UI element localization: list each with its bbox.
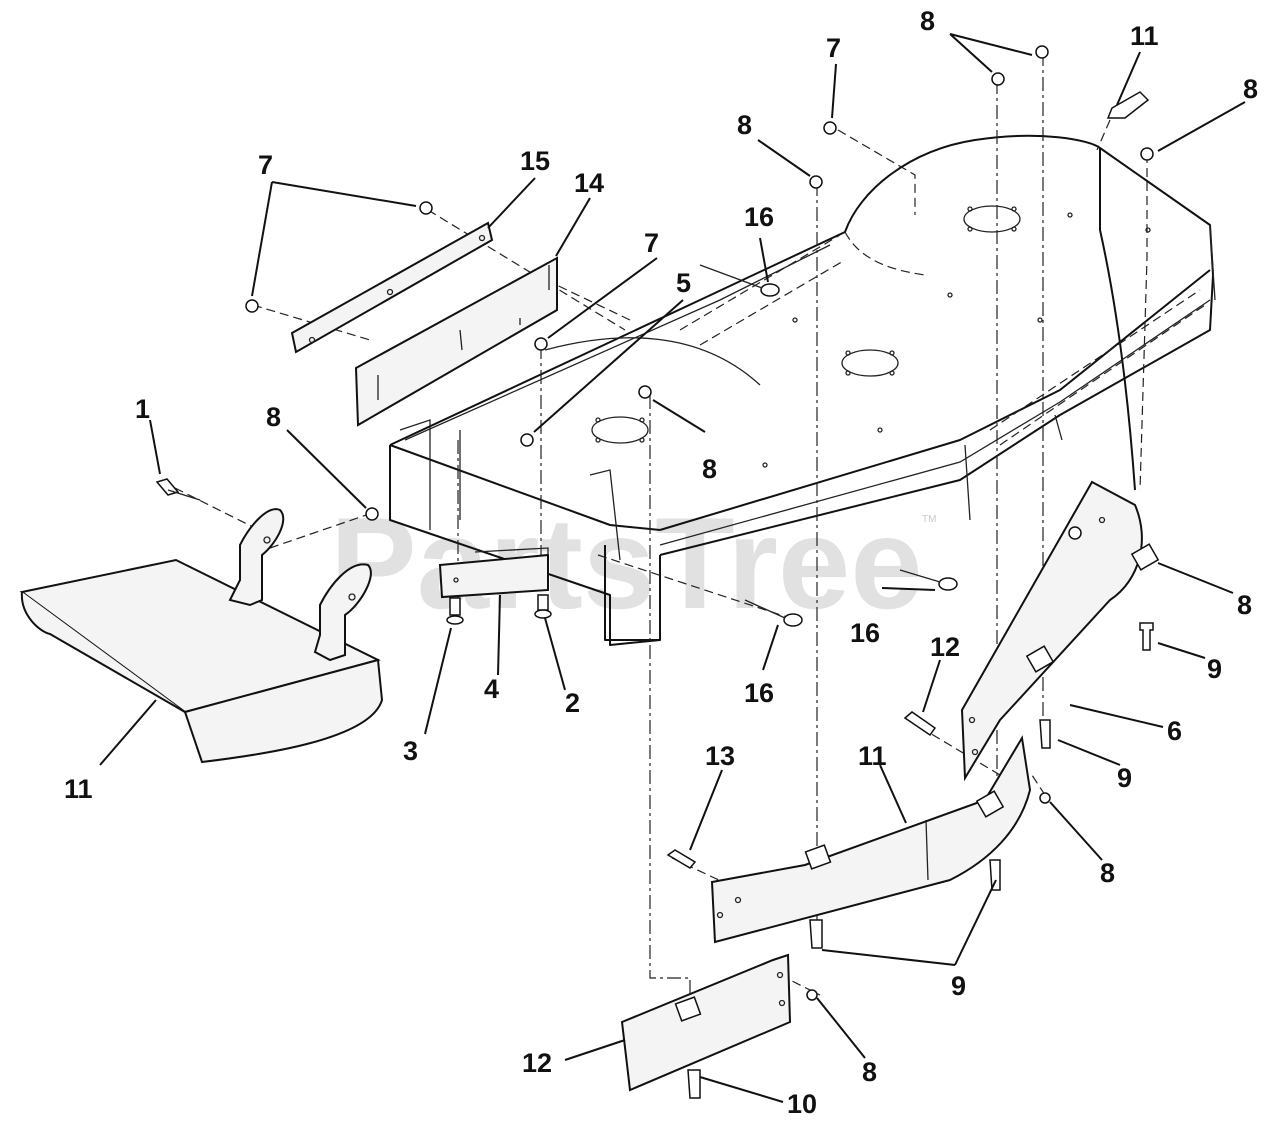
chute-hinge-brackets bbox=[228, 508, 372, 662]
carriage-bolt-icon bbox=[446, 594, 552, 625]
part-6-baffle bbox=[960, 480, 1160, 782]
callout-8: 8 bbox=[1237, 590, 1252, 620]
part-12-plate bbox=[620, 953, 792, 1092]
callout-13: 11 bbox=[64, 774, 93, 804]
callout-2: 2 bbox=[565, 688, 580, 718]
callout-11: 11 bbox=[1130, 21, 1159, 51]
callout-4: 4 bbox=[484, 674, 499, 704]
part-10-baffle bbox=[710, 735, 1032, 944]
callout-16: 16 bbox=[744, 678, 774, 708]
callout-leaders bbox=[99, 33, 1246, 1103]
bolt-icon bbox=[687, 622, 1154, 1099]
callout-16: 16 bbox=[850, 618, 880, 648]
part-15-bracket bbox=[290, 221, 494, 354]
callout-3: 3 bbox=[403, 736, 418, 766]
callout-12: 12 bbox=[522, 1048, 552, 1078]
callout-9: 9 bbox=[1207, 654, 1222, 684]
callout-15: 15 bbox=[520, 146, 550, 176]
callout-14: 14 bbox=[574, 168, 604, 198]
callout-10: 11 bbox=[858, 741, 887, 771]
part-14-plate bbox=[354, 256, 558, 427]
callout-9: 9 bbox=[1117, 763, 1132, 793]
long-bolt-icon bbox=[155, 91, 1150, 869]
callout-7: 7 bbox=[644, 228, 659, 258]
callout-11: 12 bbox=[930, 632, 960, 662]
callout-5: 5 bbox=[676, 268, 691, 298]
callout-8: 8 bbox=[737, 110, 752, 140]
part-13-chute-deflector bbox=[19, 558, 384, 764]
spindle-hole-right bbox=[963, 205, 1021, 233]
part-4-plate bbox=[438, 547, 549, 599]
callout-9: 9 bbox=[951, 971, 966, 1001]
hardware bbox=[155, 45, 1154, 1099]
callout-9: 10 bbox=[787, 1089, 817, 1119]
spindle-hole-center bbox=[841, 349, 899, 377]
callout-8: 8 bbox=[920, 6, 935, 36]
watermark: PartsTree TM bbox=[330, 490, 936, 636]
callout-11: 13 bbox=[705, 741, 735, 771]
callout-16: 16 bbox=[744, 202, 774, 232]
callout-8: 8 bbox=[1100, 858, 1115, 888]
callout-8: 8 bbox=[862, 1057, 877, 1087]
callout-1: 1 bbox=[135, 394, 150, 424]
spindle-hole-left bbox=[591, 416, 649, 444]
callout-8: 8 bbox=[1243, 74, 1258, 104]
callout-7: 7 bbox=[826, 33, 841, 63]
watermark-trademark: TM bbox=[922, 514, 936, 525]
mower-deck bbox=[389, 134, 1216, 646]
callout-7: 7 bbox=[258, 150, 273, 180]
callout-8: 8 bbox=[266, 402, 281, 432]
callout-labels: 8 11 8 7 8 7 15 14 7 5 16 1 8 8 8 9 6 9 … bbox=[64, 6, 1258, 1119]
callout-6: 6 bbox=[1167, 716, 1182, 746]
callout-8: 8 bbox=[702, 454, 717, 484]
nut-icon bbox=[245, 45, 1154, 1001]
